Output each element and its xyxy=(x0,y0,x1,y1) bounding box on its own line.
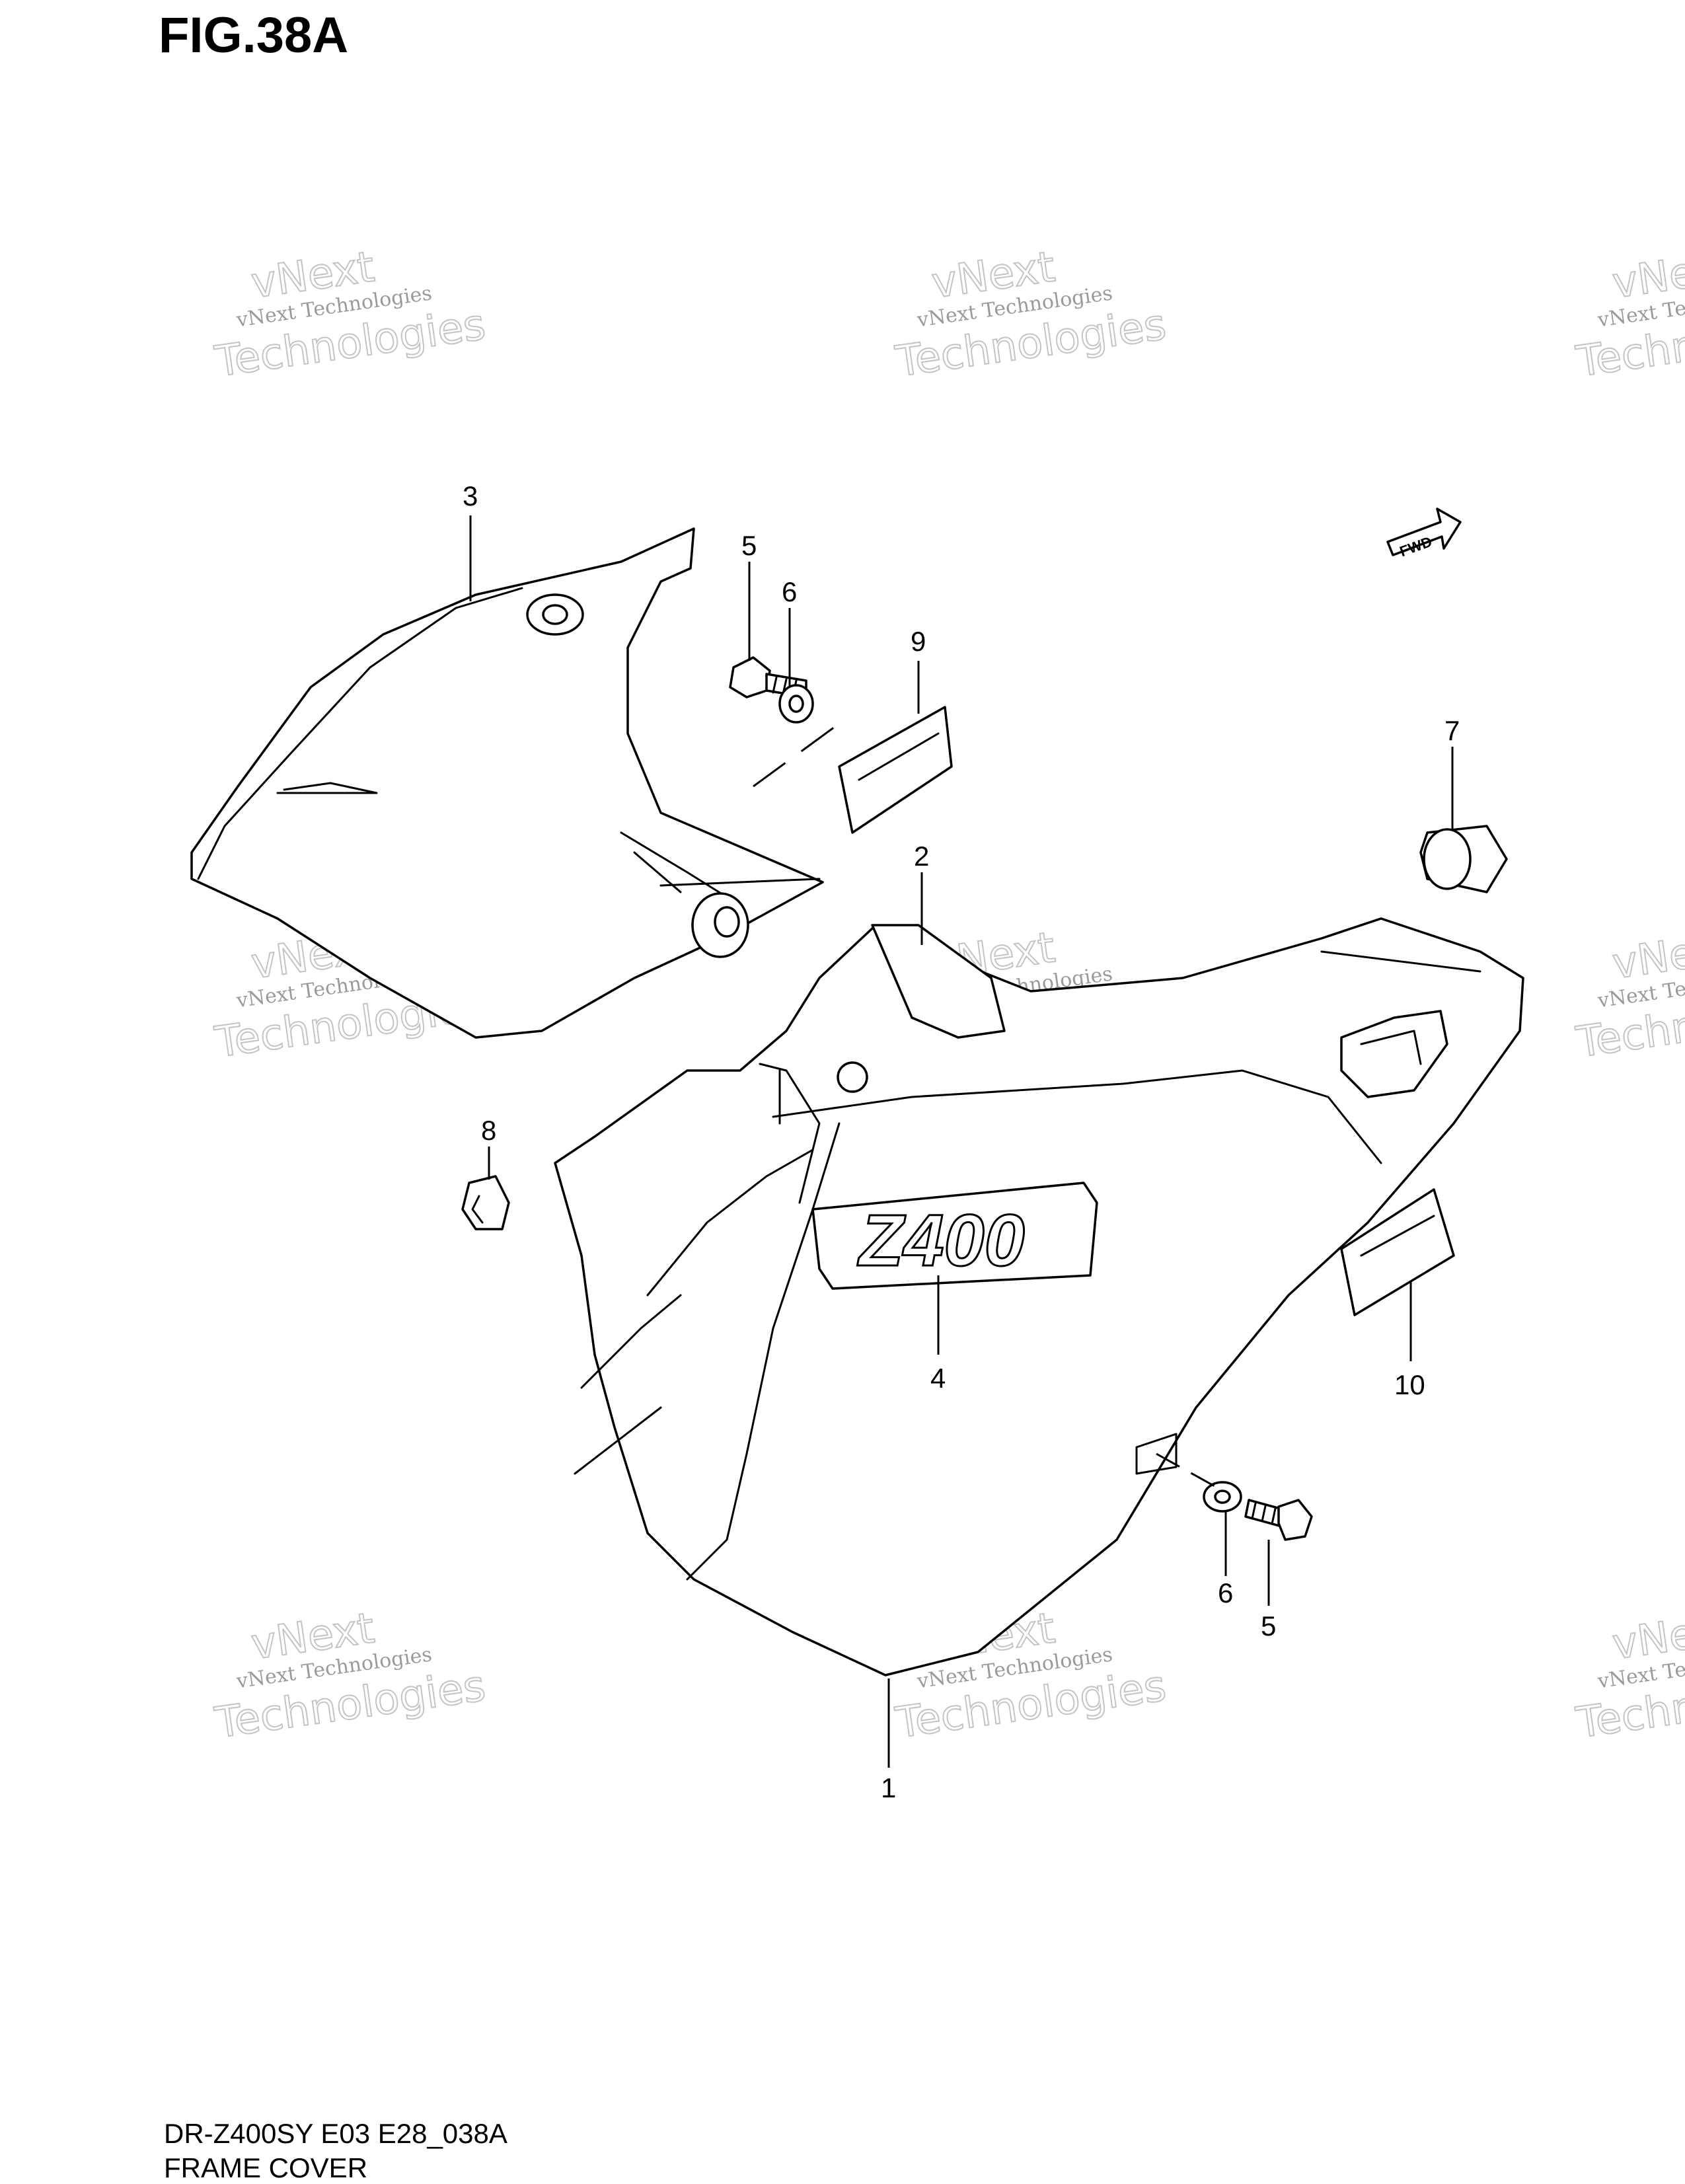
part-8-grommet xyxy=(461,1175,510,1230)
part-5-bolt-lower xyxy=(1244,1499,1313,1541)
callout-9: 9 xyxy=(911,626,926,657)
callout-2: 2 xyxy=(914,841,929,872)
leader-lines xyxy=(469,515,1454,1768)
figure-title: FIG.38A xyxy=(159,7,349,63)
callout-7: 7 xyxy=(1444,715,1460,746)
callout-5: 5 xyxy=(741,530,757,561)
part-7-grommet xyxy=(1419,825,1508,893)
part-5-bolt-upper xyxy=(729,656,807,698)
section-name: FRAME COVER xyxy=(164,2152,368,2183)
callout-10: 10 xyxy=(1394,1369,1425,1400)
callout-8: 8 xyxy=(481,1115,496,1146)
callout-6-lower: 6 xyxy=(1218,1577,1233,1608)
callout-5-lower: 5 xyxy=(1261,1610,1276,1641)
callout-4: 4 xyxy=(930,1363,946,1394)
model-code: DR-Z400SY E03 E28_038A xyxy=(164,2118,507,2149)
callout-6: 6 xyxy=(782,576,797,607)
part-1-frame-cover-main: Z400 xyxy=(554,917,1524,1676)
part-6-washer-lower xyxy=(1203,1481,1242,1513)
callout-numbers: 3 5 6 9 7 2 8 4 10 6 5 1 xyxy=(463,480,1460,1803)
part-6-washer-upper xyxy=(778,684,814,724)
part-10-pad xyxy=(1340,1188,1455,1316)
fwd-direction-arrow: FWD xyxy=(1386,508,1462,560)
callout-3: 3 xyxy=(463,480,478,511)
callout-1: 1 xyxy=(881,1772,896,1803)
part-9-pad xyxy=(838,706,953,834)
emblem-z400: Z400 xyxy=(857,1200,1025,1281)
part-3-frame-cover-upper xyxy=(190,527,824,1039)
